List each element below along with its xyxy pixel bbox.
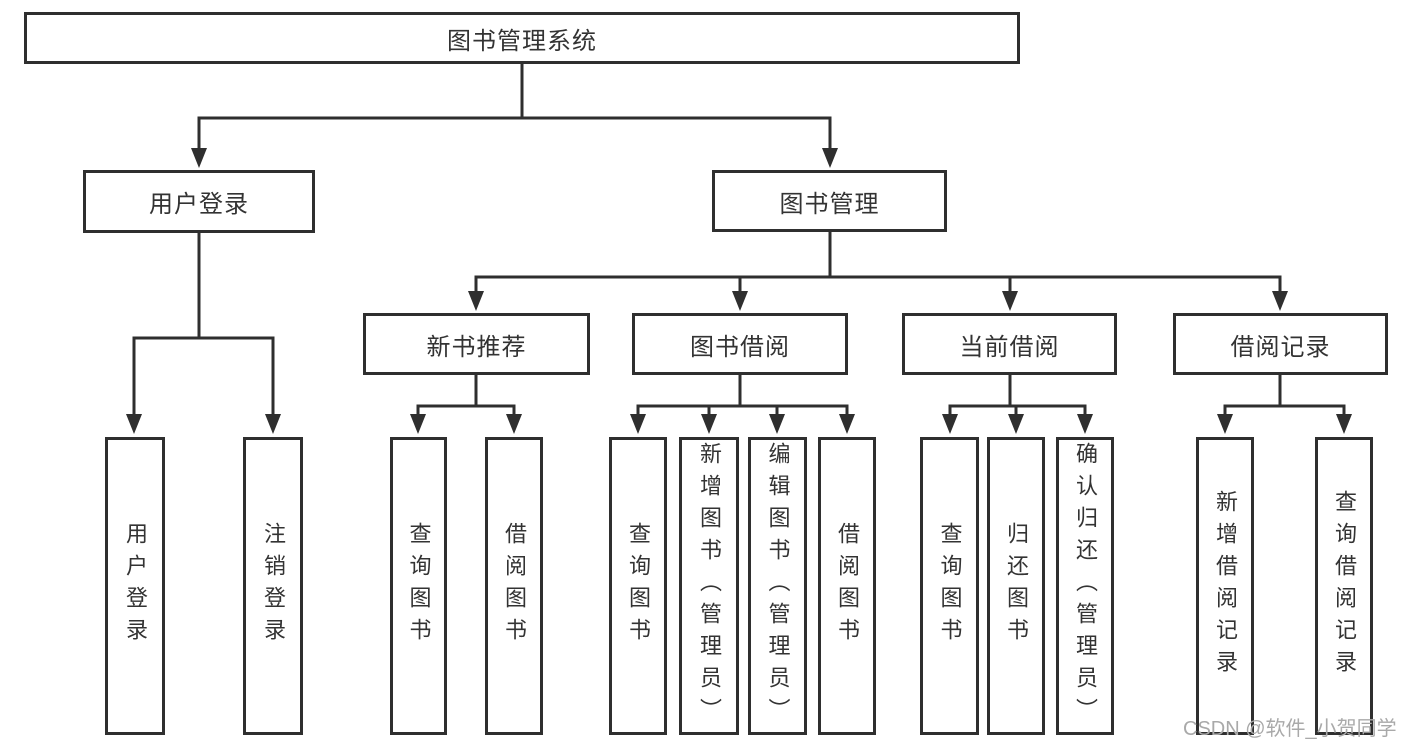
- leaf-confirm-return-admin: 确认归还（管理员）: [1056, 437, 1114, 735]
- arrowhead: [822, 148, 838, 168]
- arrowhead: [839, 414, 855, 434]
- arrowhead: [410, 414, 426, 434]
- arrowhead: [1077, 414, 1093, 434]
- arrowhead: [1272, 291, 1288, 311]
- arrowhead: [732, 291, 748, 311]
- leaf-query-book-borrow: 查询图书: [609, 437, 667, 735]
- leaf-logout: 注销登录: [243, 437, 303, 735]
- arrowhead: [942, 414, 958, 434]
- leaf-user-login: 用户登录: [105, 437, 165, 735]
- arrowhead: [701, 414, 717, 434]
- leaf-return-book: 归还图书: [987, 437, 1045, 735]
- leaf-query-book-recommend: 查询图书: [390, 437, 447, 735]
- arrowhead: [1336, 414, 1352, 434]
- node-user-login: 用户登录: [83, 170, 315, 233]
- arrowheads: [126, 148, 1352, 434]
- arrowhead: [191, 148, 207, 168]
- csdn-watermark: CSDN @软件_小贺同学: [1183, 718, 1397, 740]
- leaf-add-borrow-record: 新增借阅记录: [1196, 437, 1254, 735]
- arrowhead: [769, 414, 785, 434]
- arrowhead: [1002, 291, 1018, 311]
- leaf-borrow-book: 借阅图书: [818, 437, 876, 735]
- leaf-edit-book-admin: 编辑图书（管理员）: [748, 437, 807, 735]
- arrowhead: [126, 414, 142, 434]
- node-current-borrow: 当前借阅: [902, 313, 1117, 375]
- leaf-borrow-book-recommend: 借阅图书: [485, 437, 543, 735]
- leaf-add-book-admin: 新增图书（管理员）: [679, 437, 739, 735]
- arrowhead: [1008, 414, 1024, 434]
- node-borrow-record: 借阅记录: [1173, 313, 1388, 375]
- arrowhead: [265, 414, 281, 434]
- leaf-query-book-current: 查询图书: [920, 437, 979, 735]
- node-book-borrow: 图书借阅: [632, 313, 848, 375]
- node-root: 图书管理系统: [24, 12, 1020, 64]
- node-new-book-recommend: 新书推荐: [363, 313, 590, 375]
- arrowhead: [468, 291, 484, 311]
- arrowhead: [506, 414, 522, 434]
- leaf-query-borrow-record: 查询借阅记录: [1315, 437, 1373, 735]
- node-book-management: 图书管理: [712, 170, 947, 232]
- arrowhead: [630, 414, 646, 434]
- arrowhead: [1217, 414, 1233, 434]
